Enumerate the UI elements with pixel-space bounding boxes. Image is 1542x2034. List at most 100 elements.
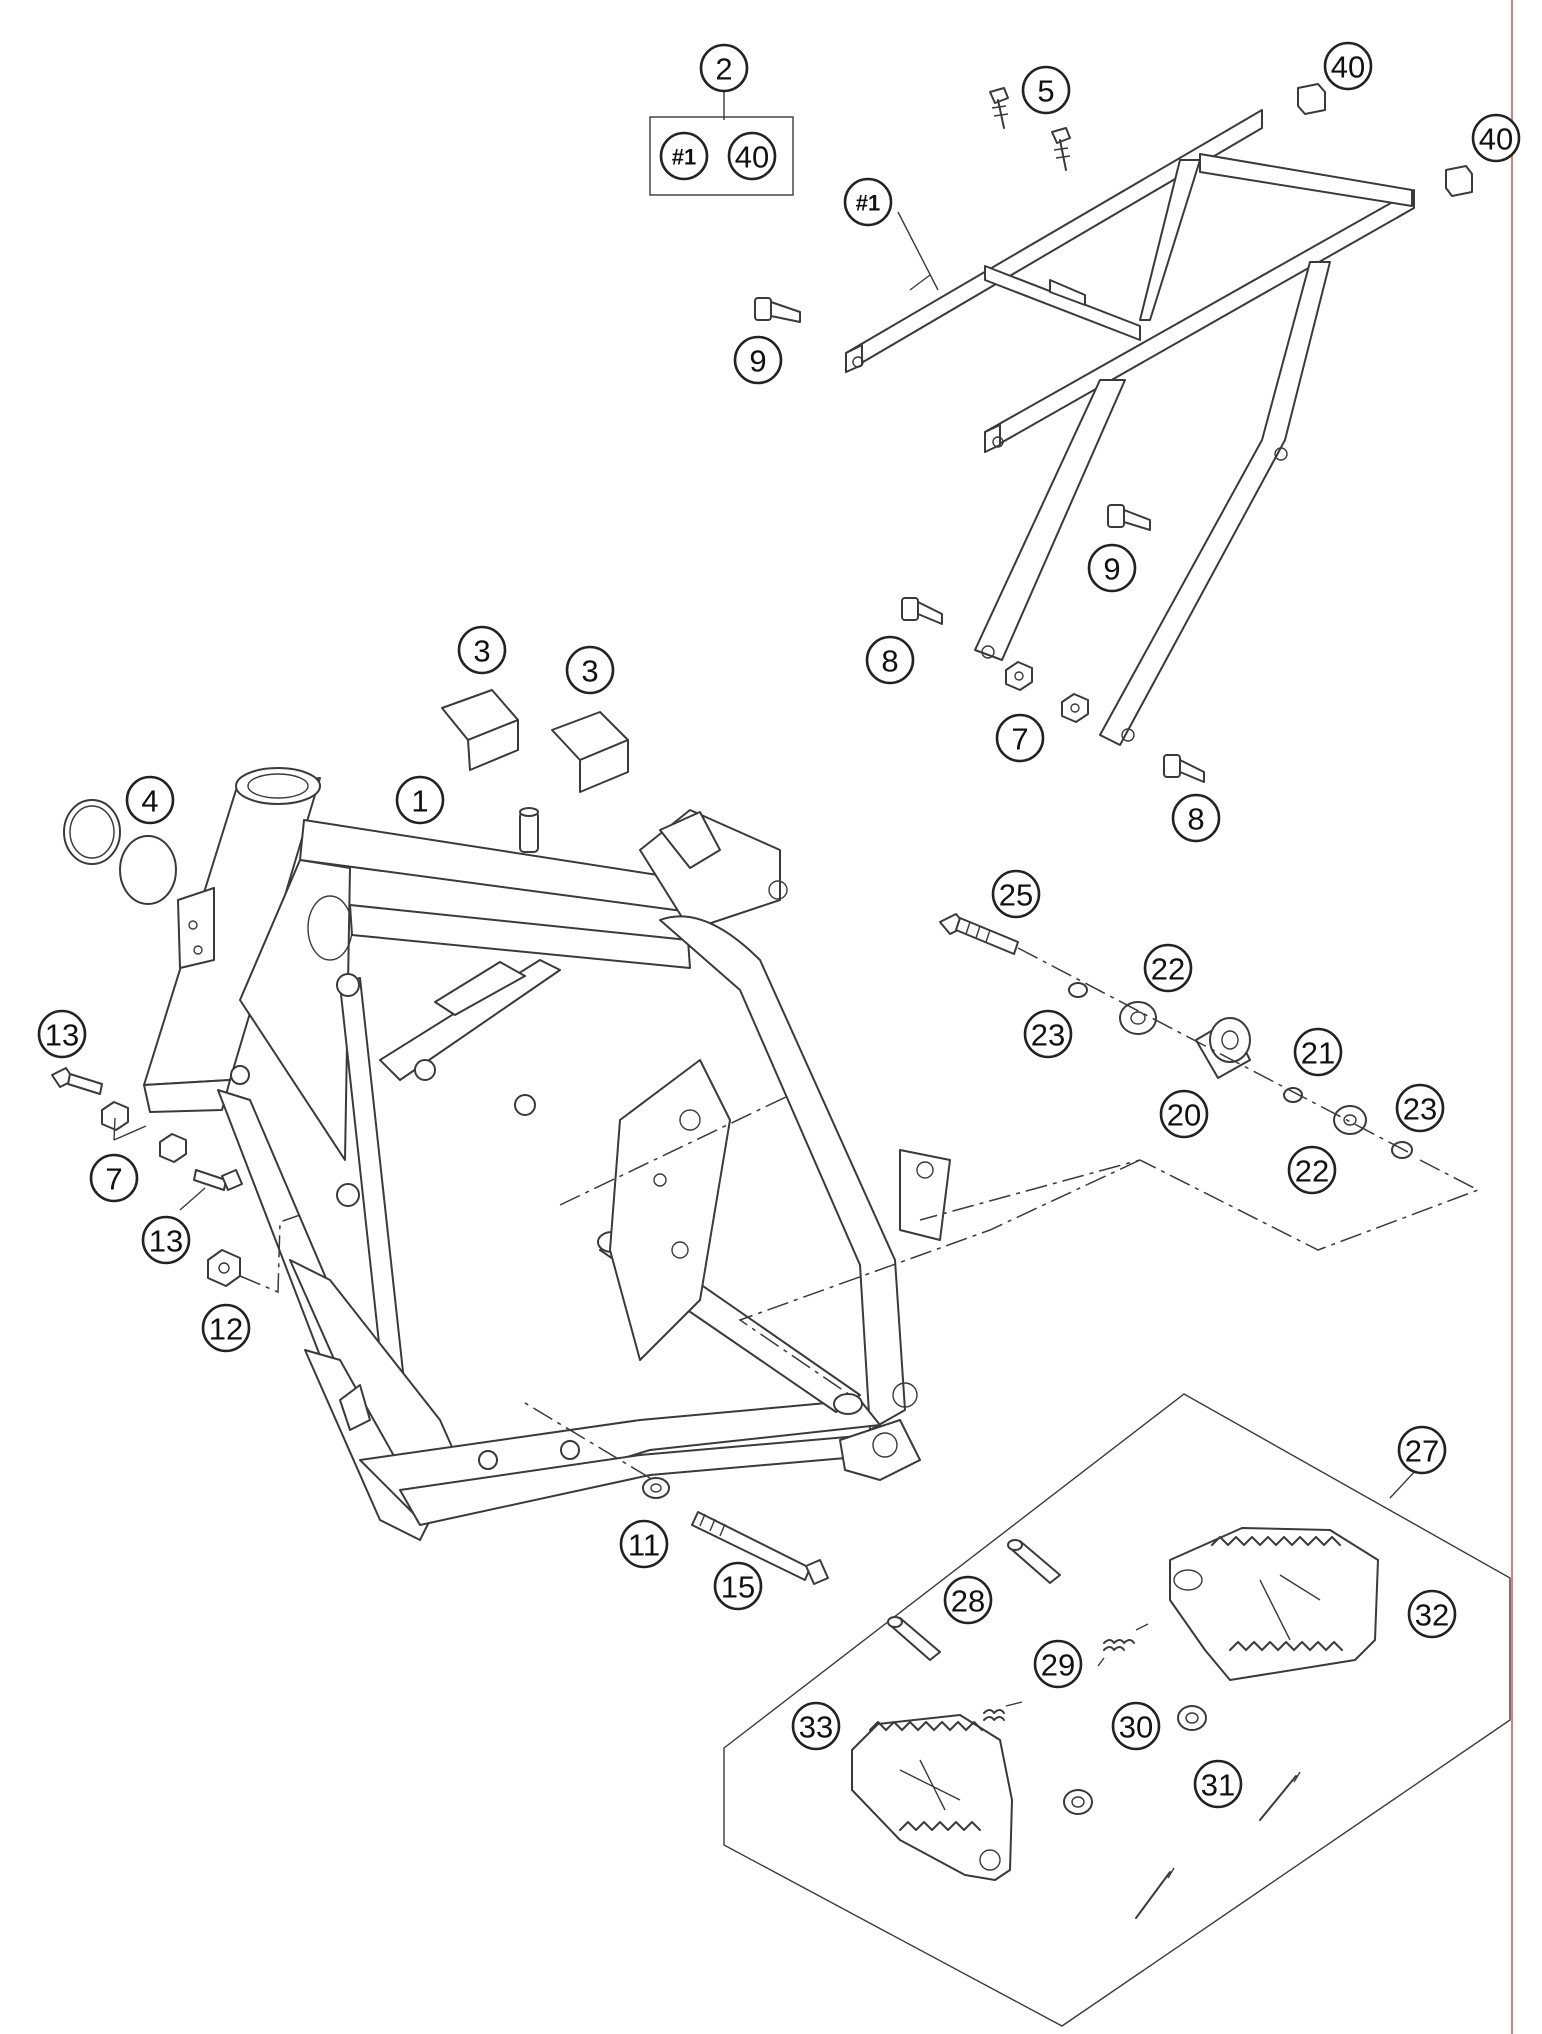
- callout-32-footrest-right-label: 32: [1415, 1598, 1449, 1633]
- cotter-pin-31-a: [1259, 1771, 1301, 1821]
- callout-subframe-label: #1: [856, 191, 880, 216]
- callout-13-bolt-a: 13: [37, 1009, 87, 1059]
- callout-40-cap-a-circle: [1323, 41, 1373, 91]
- callout-23-washer-b-circle: [1395, 1083, 1445, 1133]
- callout-30-washers-circle: [1111, 1701, 1161, 1751]
- callout-25-bolt-label: 25: [999, 878, 1033, 913]
- callout-25-bolt: 25: [991, 869, 1041, 919]
- callout-9-bolt-b-circle: [1087, 543, 1137, 593]
- callout-7-nut-a-label: 7: [1011, 722, 1028, 757]
- callout-32-footrest-right: 32: [1407, 1589, 1457, 1639]
- nut-7-c: [101, 1101, 129, 1131]
- callout-1-frame: 1: [395, 775, 445, 825]
- bolt-9-b: [1107, 504, 1151, 531]
- callout-27-footrest-kit-label: 27: [1405, 1434, 1439, 1469]
- callout-2-kit: 2: [699, 43, 749, 93]
- nut-7-d: [159, 1133, 187, 1163]
- callout-4-rings-label: 4: [141, 784, 158, 819]
- assembly-lines: [239, 947, 1480, 1479]
- callout-22-spacer-b: 22: [1287, 1145, 1337, 1195]
- washer-30-b: [1063, 1789, 1093, 1815]
- callout-20-roller-label: 20: [1167, 1098, 1201, 1133]
- cotter-pin-31-b: [1135, 1867, 1175, 1919]
- callout-29-springs-circle: [1033, 1639, 1083, 1689]
- callout-9-bolt-a: 9: [733, 335, 783, 385]
- callout-20-roller: 20: [1159, 1089, 1209, 1139]
- callout-27-footrest-kit: 27: [1397, 1425, 1447, 1475]
- callout-15-bolt-label: 15: [721, 1570, 755, 1605]
- spacer-22-b: [1333, 1105, 1367, 1135]
- callout-29-springs: 29: [1033, 1639, 1083, 1689]
- footrest-kit-outline: [723, 1393, 1511, 2027]
- kit-content-2-circle: [727, 131, 777, 181]
- callout-13-bolt-b-label: 13: [149, 1224, 183, 1259]
- callout-9-bolt-b-label: 9: [1103, 552, 1120, 587]
- callout-22-spacer-a: 22: [1143, 943, 1193, 993]
- callout-5-screws: 5: [1021, 65, 1071, 115]
- callout-20-roller-circle: [1159, 1089, 1209, 1139]
- callout-3-guard-b-label: 3: [581, 654, 598, 689]
- callout-9-bolt-a-circle: [733, 335, 783, 385]
- callout-7-nut-a-circle: [995, 713, 1045, 763]
- bolt-25: [939, 913, 1019, 955]
- callout-32-footrest-right-circle: [1407, 1589, 1457, 1639]
- pin-28-a: [887, 1616, 941, 1661]
- callout-21-bushing: 21: [1293, 1027, 1343, 1077]
- callout-7-nut-b: 7: [89, 1153, 139, 1203]
- callout-25-bolt-circle: [991, 869, 1041, 919]
- callout-2-kit-label: 2: [715, 52, 732, 87]
- washer-30-a: [1177, 1705, 1207, 1731]
- callout-3-guard-b: 3: [565, 645, 615, 695]
- callout-40-cap-b-label: 40: [1479, 122, 1513, 157]
- callout-33-footrest-left: 33: [791, 1701, 841, 1751]
- callout-23-washer-a: 23: [1023, 1009, 1073, 1059]
- callout-3-guard-a-label: 3: [473, 634, 490, 669]
- washer-11: [642, 1477, 670, 1499]
- end-cap-b: [1445, 165, 1473, 197]
- callout-11-washer-circle: [619, 1519, 669, 1569]
- main-frame: [143, 767, 951, 1541]
- callout-22-spacer-a-label: 22: [1151, 952, 1185, 987]
- callout-28-pins: 28: [943, 1575, 993, 1625]
- callout-15-bolt: 15: [713, 1561, 763, 1611]
- bolt-13-a: [51, 1067, 103, 1095]
- callout-7-nut-b-label: 7: [105, 1162, 122, 1197]
- callout-30-washers: 30: [1111, 1701, 1161, 1751]
- callout-27-footrest-kit-circle: [1397, 1425, 1447, 1475]
- callout-5-screws-circle: [1021, 65, 1071, 115]
- callout-1-frame-label: 1: [411, 784, 428, 819]
- footrest-32: [1169, 1527, 1379, 1681]
- screw-5-a: [989, 87, 1009, 129]
- callout-7-nut-b-circle: [89, 1153, 139, 1203]
- nut-12: [207, 1249, 241, 1287]
- frame-guard-a: [441, 689, 519, 771]
- callout-15-bolt-circle: [713, 1561, 763, 1611]
- callout-8-bolt-a-label: 8: [881, 644, 898, 679]
- pin-28-b: [1007, 1539, 1061, 1584]
- spacer-22-a: [1119, 1001, 1157, 1035]
- callout-13-bolt-b: 13: [141, 1215, 191, 1265]
- callout-31-cotter-pins-label: 31: [1201, 1768, 1235, 1803]
- bolt-15: [691, 1511, 829, 1585]
- callout-22-spacer-b-label: 22: [1295, 1154, 1329, 1189]
- bolt-9-a: [754, 297, 801, 323]
- callout-21-bushing-circle: [1293, 1027, 1343, 1077]
- callout-23-washer-a-label: 23: [1031, 1018, 1065, 1053]
- nut-7-b: [1061, 693, 1089, 723]
- callout-22-spacer-a-circle: [1143, 943, 1193, 993]
- callout-23-washer-a-circle: [1023, 1009, 1073, 1059]
- callout-12-nut-label: 12: [209, 1312, 243, 1347]
- bolt-13-b: [193, 1169, 243, 1191]
- callout-2-kit-circle: [699, 43, 749, 93]
- end-cap-a: [1297, 83, 1326, 115]
- callout-5-screws-label: 5: [1037, 74, 1054, 109]
- callout-3-guard-b-circle: [565, 645, 615, 695]
- spring-29-a: [1097, 1623, 1149, 1667]
- callout-23-washer-b: 23: [1395, 1083, 1445, 1133]
- callout-13-bolt-a-circle: [37, 1009, 87, 1059]
- callout-33-footrest-left-circle: [791, 1701, 841, 1751]
- callout-8-bolt-a-circle: [865, 635, 915, 685]
- footrest-33: [851, 1714, 1013, 1881]
- callout-12-nut-circle: [201, 1303, 251, 1353]
